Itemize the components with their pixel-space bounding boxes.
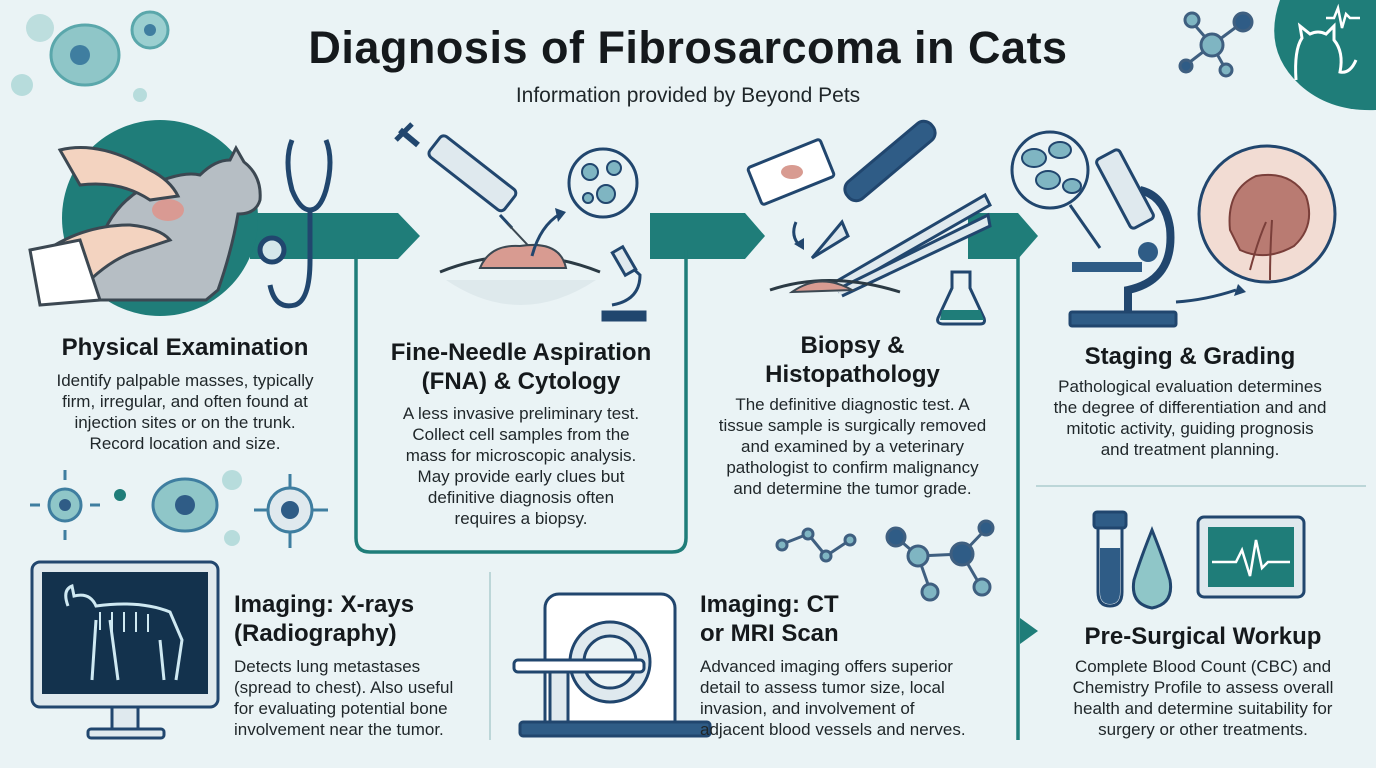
step-heading-line: Fine-Needle Aspiration	[390, 339, 652, 366]
workup-body-line: Complete Blood Count (CBC) and	[1074, 657, 1332, 676]
step-body-line: Collect cell samples from the	[412, 425, 630, 444]
step-staging: Staging & Grading Pathological evaluatio…	[1026, 342, 1354, 460]
step-body-line: May provide early clues but	[417, 467, 625, 486]
page-subtitle: Information provided by Beyond Pets	[515, 84, 861, 107]
flask-icon	[936, 270, 986, 326]
microscope-icon	[1068, 148, 1178, 328]
workup-heading: Pre-Surgical Workup	[1084, 623, 1322, 650]
imaging-heading-line: (Radiography)	[234, 620, 397, 647]
imaging-ct-mri: Imaging: CT or MRI Scan Advanced imaging…	[700, 590, 1005, 740]
step-body-line: A less invasive preliminary test.	[402, 404, 640, 423]
biopsy-mass-icon	[769, 279, 901, 294]
workup-body-line: Chemistry Profile to assess overall	[1072, 678, 1334, 697]
step-body-line: pathologist to confirm malignancy	[726, 458, 979, 477]
slide-icon	[746, 138, 836, 250]
imaging-body: Detects lung metastases (spread to chest…	[234, 656, 484, 740]
step-body-line: firm, irregular, and often found at	[62, 392, 308, 411]
top-left-cells-icon	[11, 10, 170, 102]
step-heading: Staging & Grading	[1084, 343, 1296, 370]
step-body: Identify palpable masses, typically firm…	[20, 370, 350, 454]
step-heading: Physical Examination	[61, 334, 309, 361]
imaging-heading: Imaging: CT or MRI Scan	[700, 590, 1005, 648]
blood-tube-icon	[1092, 510, 1128, 608]
imaging-body-line: adjacent blood vessels and nerves.	[700, 720, 966, 739]
step-body: Pathological evaluation determines the d…	[1026, 376, 1354, 460]
step-physical-exam: Physical Examination Identify palpable m…	[20, 333, 350, 454]
step-body: A less invasive preliminary test. Collec…	[362, 403, 680, 529]
imaging-body-line: involvement near the tumor.	[234, 720, 444, 739]
imaging-body-line: for evaluating potential bone	[234, 699, 448, 718]
step-body-line: injection sites or on the trunk.	[74, 413, 296, 432]
fna-mass-icon	[439, 244, 601, 305]
step-body-line: tissue sample is surgically removed	[718, 416, 987, 435]
fna-panel-outline	[354, 250, 688, 554]
cat-emblem-icon	[1274, 0, 1376, 111]
workup-body-line: surgery or other treatments.	[1098, 720, 1308, 739]
forceps-icon	[829, 192, 992, 298]
step-body-line: Record location and size.	[89, 434, 281, 453]
step-heading-line: (FNA) & Cytology	[421, 368, 621, 395]
step-body-line: mass for microscopic analysis.	[405, 446, 637, 465]
imaging-body-line: Detects lung metastases	[234, 657, 421, 676]
ct-scanner-icon	[512, 592, 712, 738]
step-body-line: and determine the tumor grade.	[733, 479, 972, 498]
imaging-xray: Imaging: X-rays (Radiography) Detects lu…	[234, 590, 484, 740]
step-body-line: The definitive diagnostic test. A	[735, 395, 970, 414]
imaging-body-line: detail to assess tumor size, local	[700, 678, 945, 697]
ecg-monitor-icon	[1196, 515, 1306, 599]
microscope-small-icon	[601, 244, 647, 322]
step-body-line: the degree of differentiation and and	[1053, 398, 1327, 417]
workup-body-line: health and determine suitability for	[1073, 699, 1333, 718]
step-body-line: and treatment planning.	[1100, 440, 1280, 459]
step-body-line: and examined by a veterinary	[740, 437, 965, 456]
page-title: Diagnosis of Fibrosarcoma in Cats	[308, 22, 1068, 73]
imaging-body-line: (spread to chest). Also useful	[234, 678, 454, 697]
step-biopsy: Biopsy & Histopathology The definitive d…	[700, 331, 1005, 499]
scalpel-icon	[810, 119, 937, 260]
imaging-body-line: invasion, and involvement of	[700, 699, 915, 718]
molecule-cluster-icon	[775, 519, 995, 602]
step-heading: Fine-Needle Aspiration (FNA) & Cytology	[362, 338, 680, 396]
drop-icon	[1131, 525, 1173, 610]
top-right-molecule-icon	[1178, 11, 1254, 78]
workup-pointer	[1020, 618, 1038, 644]
step-body-line: Identify palpable masses, typically	[56, 371, 314, 390]
imaging-heading: Imaging: X-rays (Radiography)	[234, 590, 484, 648]
imaging-heading-line: or MRI Scan	[700, 620, 839, 647]
imaging-body: Advanced imaging offers superior detail …	[700, 656, 1005, 740]
floating-cells-icon	[30, 470, 328, 548]
step-fna: Fine-Needle Aspiration (FNA) & Cytology …	[362, 338, 680, 529]
imaging-heading-line: Imaging: X-rays	[234, 591, 415, 618]
pre-surgical-workup: Pre-Surgical Workup Complete Blood Count…	[1040, 622, 1366, 740]
step-body-line: definitive diagnosis often	[427, 488, 615, 507]
step-body-line: requires a biopsy.	[454, 509, 588, 528]
step-body-line: mitotic activity, guiding prognosis	[1066, 419, 1314, 438]
tumor-magnified-icon	[1175, 144, 1337, 304]
workup-body: Complete Blood Count (CBC) and Chemistry…	[1040, 656, 1366, 740]
step-heading-line: Histopathology	[765, 361, 940, 388]
step-body: The definitive diagnostic test. A tissue…	[700, 394, 1005, 499]
imaging-heading-line: Imaging: CT	[700, 591, 839, 618]
cell-sample-icon	[530, 147, 639, 257]
step-heading-line: Biopsy &	[800, 332, 905, 359]
cells-icon	[1010, 130, 1102, 249]
xray-monitor-icon	[30, 560, 220, 740]
cat-exam-icon	[28, 120, 262, 316]
stethoscope-icon	[257, 139, 333, 309]
syringe-icon	[394, 122, 539, 257]
step-heading: Biopsy & Histopathology	[700, 331, 1005, 389]
step-body-line: Pathological evaluation determines	[1058, 377, 1322, 396]
imaging-body-line: Advanced imaging offers superior	[700, 657, 953, 676]
